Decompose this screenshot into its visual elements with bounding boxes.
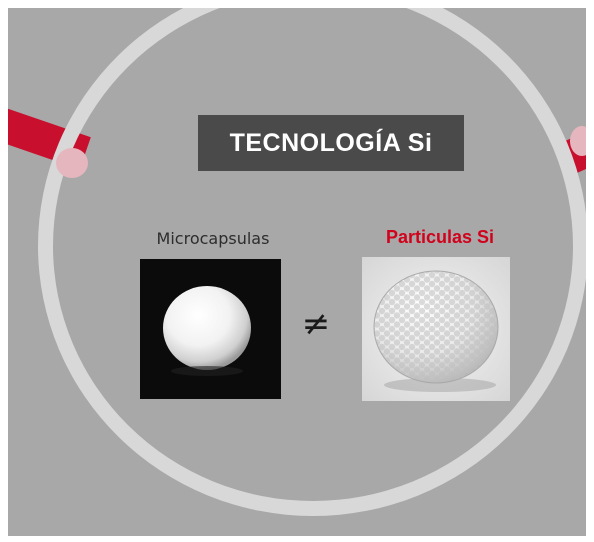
particle-image [362, 257, 510, 401]
slide-panel: TECNOLOGÍA Si Microcapsulas Particulas S… [8, 8, 586, 536]
title-banner: TECNOLOGÍA Si [198, 115, 464, 171]
not-equal-symbol: ≠ [301, 304, 331, 344]
particulas-label: Particulas Si [385, 227, 495, 247]
page-title: TECNOLOGÍA Si [229, 128, 433, 157]
smooth-white-sphere-icon [163, 286, 251, 376]
ring-highlight-right [570, 126, 586, 156]
dimpled-golf-ball-sphere-icon [362, 257, 510, 401]
ring-highlight-left [56, 148, 88, 178]
microcapsule-image [140, 259, 281, 399]
microcapsulas-label: Microcapsulas [156, 229, 270, 248]
